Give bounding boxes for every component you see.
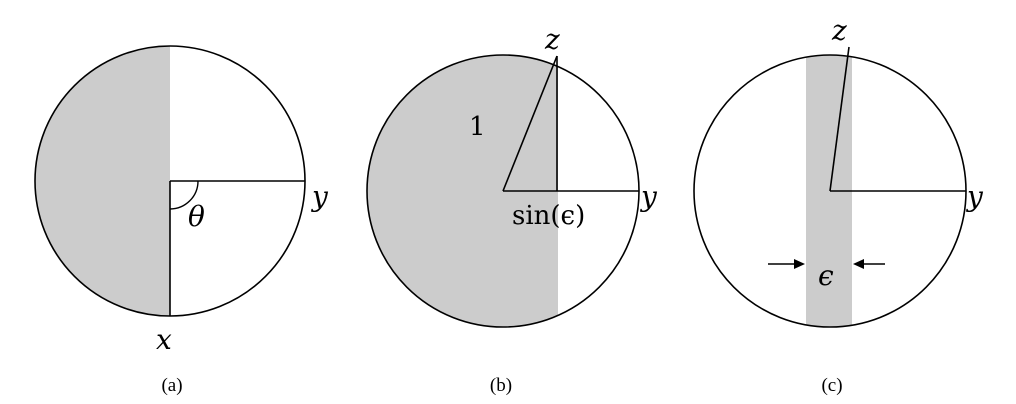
shaded-region-b bbox=[367, 55, 558, 327]
label-y-c: y bbox=[965, 180, 984, 213]
shaded-half-a bbox=[35, 46, 170, 316]
label-x-a: x bbox=[156, 323, 172, 356]
panel-c: z y ϵ (c) bbox=[693, 14, 984, 396]
panel-a: θ y x (a) bbox=[34, 45, 329, 396]
width-arrow-right bbox=[853, 259, 885, 269]
width-arrow-left bbox=[768, 259, 805, 269]
caption-a: (a) bbox=[161, 375, 182, 396]
caption-c: (c) bbox=[821, 375, 842, 396]
label-epsilon: ϵ bbox=[818, 259, 834, 292]
label-y-a: y bbox=[310, 180, 329, 213]
label-theta: θ bbox=[188, 200, 205, 233]
angle-arc-a bbox=[169, 180, 199, 210]
radius-z-b bbox=[502, 55, 558, 192]
shaded-band-c bbox=[806, 55, 852, 327]
panel-b: 1 z y sin(ϵ) (b) bbox=[366, 23, 658, 396]
label-y-b: y bbox=[639, 180, 658, 213]
label-z-b: z bbox=[544, 23, 560, 56]
caption-b: (b) bbox=[490, 375, 512, 396]
label-z-c: z bbox=[831, 14, 847, 47]
label-sin-epsilon: sin(ϵ) bbox=[512, 201, 585, 231]
label-radius-one: 1 bbox=[469, 112, 486, 142]
radius-z-c bbox=[829, 46, 850, 192]
